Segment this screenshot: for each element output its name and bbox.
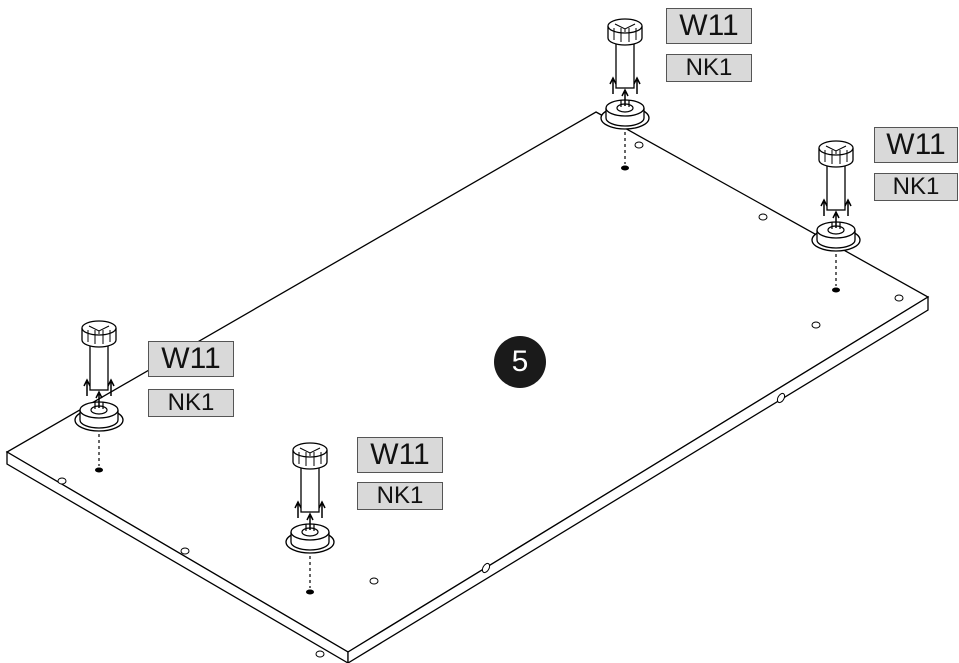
- part-label-w11: W11: [148, 341, 234, 377]
- hardware-label-nk1: NK1: [874, 173, 958, 201]
- step-number-badge: 5: [494, 336, 546, 388]
- hardware-label-nk1: NK1: [357, 482, 443, 510]
- panel-holes: [57, 141, 904, 658]
- part-label-w11: W11: [666, 8, 752, 44]
- part-label-w11: W11: [357, 437, 443, 473]
- part-label-w11: W11: [874, 127, 958, 163]
- hardware-label-nk1: NK1: [148, 389, 234, 417]
- board-panel: [5, 111, 930, 663]
- hardware-label-nk1: NK1: [666, 54, 752, 82]
